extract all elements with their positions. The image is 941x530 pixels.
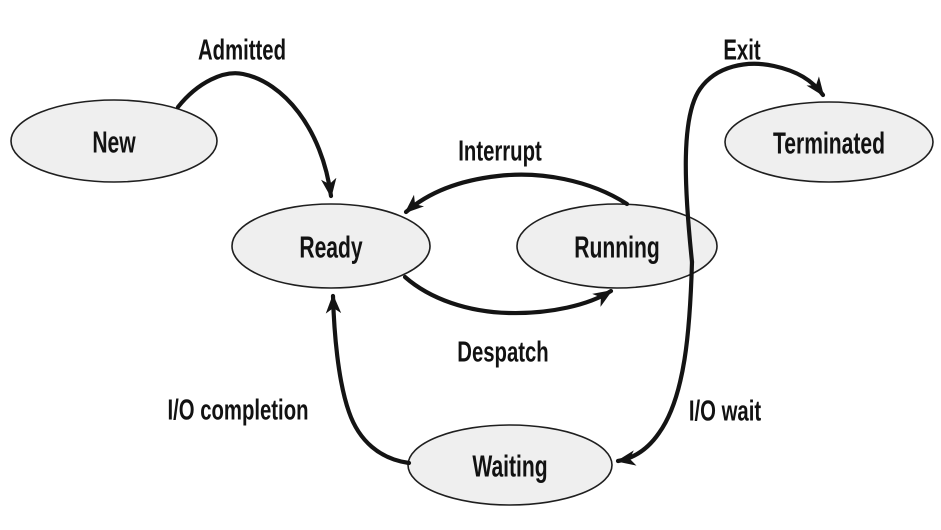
state-label-new: New [92, 124, 136, 160]
state-ellipse-waiting [407, 424, 613, 506]
state-ellipse-new [10, 99, 218, 183]
transition-arrow-io-wait [615, 259, 695, 466]
transition-arrow-io-completion [325, 293, 412, 466]
state-label-terminated: Terminated [772, 125, 886, 161]
state-label-ready: Ready [299, 229, 363, 265]
transition-label-io-completion: I/O completion [167, 394, 309, 427]
state-label-running: Running [574, 229, 660, 265]
state-ellipse-terminated [724, 101, 934, 183]
transition-label-despatch: Despatch [457, 336, 549, 369]
transition-label-interrupt: Interrupt [458, 135, 542, 168]
transition-label-io-wait: I/O wait [688, 395, 762, 428]
state-ellipse-ready [231, 203, 431, 289]
transition-arrow-despatch [402, 274, 614, 316]
transition-arrow-interrupt [403, 172, 630, 215]
transition-label-admitted: Admitted [198, 34, 286, 67]
state-label-waiting: Waiting [472, 448, 548, 484]
transition-arrow-admitted [175, 71, 337, 199]
state-ellipse-running [516, 203, 718, 289]
transition-label-exit: Exit [723, 34, 761, 67]
transition-arrow-exit [683, 61, 826, 265]
